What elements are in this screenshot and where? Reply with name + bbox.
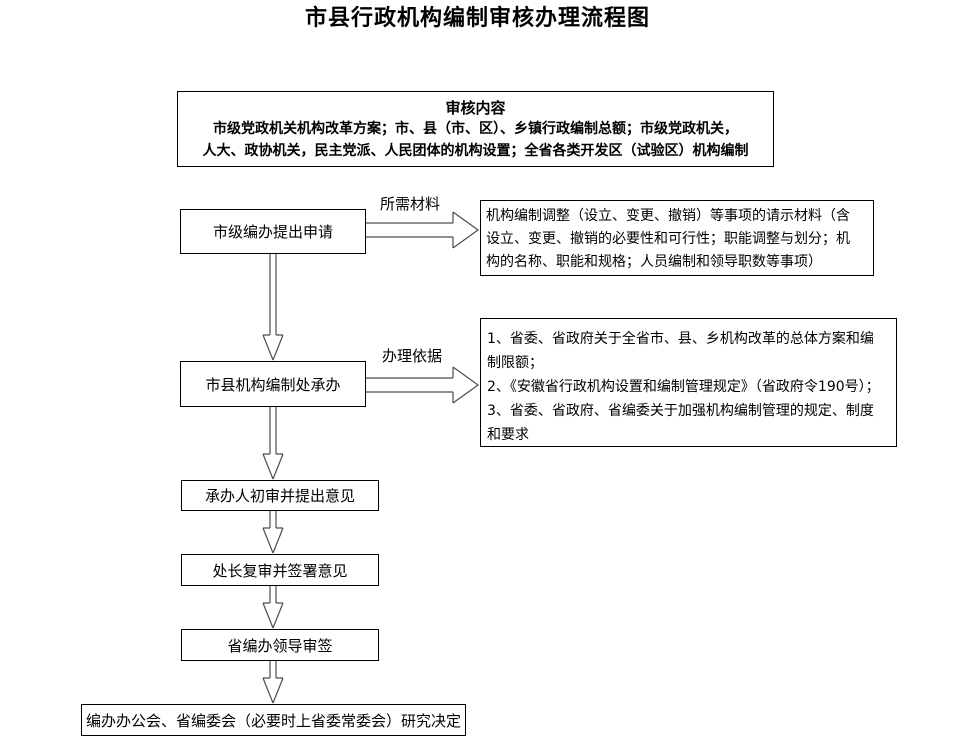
processing-basis-label: 办理依据 (382, 347, 443, 365)
required-materials-box: 机构编制调整（设立、变更、撤销）等事项的请示材料（含 设立、变更、撤销的必要性和… (480, 200, 874, 276)
arrow-down-icon (262, 661, 284, 704)
required-materials-label: 所需材料 (380, 195, 441, 213)
step-initial-review-label: 承办人初审并提出意见 (204, 487, 355, 505)
processing-basis-line: 1、省委、省政府关于全省市、县、乡机构改革的总体方案和编 (487, 331, 874, 347)
review-content-line: 市级党政机关机构改革方案；市、县（市、区）、乡镇行政编制总额；市级党政机关， (213, 121, 738, 137)
step-undertake-box: 市县机构编制处承办 (180, 361, 366, 407)
arrow-down-icon (262, 586, 284, 629)
review-content-box: 审核内容 市级党政机关机构改革方案；市、县（市、区）、乡镇行政编制总额；市级党政… (177, 91, 774, 167)
step-leader-sign-box: 省编办领导审签 (181, 629, 379, 661)
step-apply-label: 市级编办提出申请 (212, 223, 333, 241)
processing-basis-line: 制限额； (487, 355, 543, 371)
arrow-down-icon (262, 254, 284, 361)
review-content-line: 人大、政协机关，民主党派、人民团体的机构设置；全省各类开发区（试验区）机构编制 (202, 143, 749, 159)
arrow-down-icon (262, 407, 284, 480)
required-materials-line: 机构编制调整（设立、变更、撤销）等事项的请示材料（含 (486, 208, 850, 224)
processing-basis-box: 1、省委、省政府关于全省市、县、乡机构改革的总体方案和编 制限额； 2、《安徽省… (480, 318, 897, 447)
arrow-down-icon (262, 511, 284, 554)
page-title: 市县行政机构编制审核办理流程图 (304, 6, 650, 31)
step-apply-box: 市级编办提出申请 (180, 209, 366, 254)
processing-basis-line: 3、省委、省政府、省编委关于加强机构编制管理的规定、制度 (487, 403, 874, 419)
step-undertake-label: 市县机构编制处承办 (205, 375, 341, 394)
review-content-header: 审核内容 (445, 99, 506, 117)
step-director-review-box: 处长复审并签署意见 (181, 554, 379, 586)
step-decision-box: 编办办公会、省编委会（必要时上省委常委会）研究决定 (81, 704, 466, 736)
arrow-right-icon (366, 366, 480, 404)
step-decision-label: 编办办公会、省编委会（必要时上省委常委会）研究决定 (85, 711, 461, 730)
step-initial-review-box: 承办人初审并提出意见 (181, 480, 379, 511)
step-leader-sign-label: 省编办领导审签 (227, 636, 333, 655)
required-materials-line: 构的名称、职能和规格；人员编制和领导职数等事项） (486, 254, 822, 270)
processing-basis-line: 和要求 (487, 427, 529, 443)
arrow-right-icon (366, 211, 480, 249)
required-materials-line: 设立、变更、撤销的必要性和可行性；职能调整与划分；机 (486, 231, 850, 247)
processing-basis-line: 2、《安徽省行政机构设置和编制管理规定》（省政府令190号）； (487, 379, 880, 395)
step-director-review-label: 处长复审并签署意见 (212, 561, 348, 580)
